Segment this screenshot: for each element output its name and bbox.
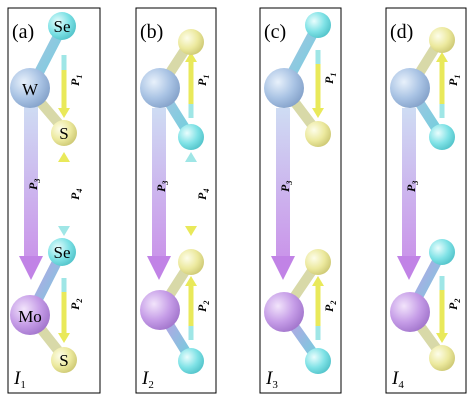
atom-w bbox=[390, 68, 430, 108]
dipole-label-p2: P2 bbox=[68, 299, 84, 310]
panel-c-frame bbox=[259, 7, 342, 394]
panel-a: (a) P3 P1 Se W S P4 P2 Se bbox=[7, 7, 101, 394]
atom-mo bbox=[390, 292, 430, 332]
dipole-label-p1: P1 bbox=[195, 75, 211, 86]
dipole-label-p3: P3 bbox=[278, 181, 294, 192]
panel-c-tag: (c) bbox=[264, 21, 286, 43]
panel-d: (d) P3 P1 P2 I4 bbox=[385, 7, 467, 394]
atom-mo bbox=[10, 295, 50, 335]
atom-label-se-top: Se bbox=[54, 17, 71, 36]
interlayer-arrow-head bbox=[271, 256, 295, 280]
atom-se-bottom bbox=[305, 348, 331, 374]
atom-mo bbox=[140, 290, 180, 330]
atom-mo bbox=[264, 292, 304, 332]
atom-se-top bbox=[305, 12, 331, 38]
atom-s-bottom bbox=[305, 249, 331, 275]
dipole-label-p2: P2 bbox=[446, 299, 462, 310]
dipole-arrow-p2-head bbox=[185, 276, 197, 286]
atom-se-top bbox=[48, 12, 76, 40]
config-label-i2: I2 bbox=[141, 368, 154, 391]
interlayer-arrow-shaft bbox=[152, 108, 166, 256]
atom-s-top bbox=[429, 27, 455, 53]
atom-s-bottom bbox=[51, 347, 77, 373]
atom-w bbox=[140, 68, 180, 108]
atom-label-s-top: S bbox=[59, 124, 68, 143]
dipole-arrow-p2-head bbox=[58, 333, 70, 343]
dipole-label-p4: P4 bbox=[68, 189, 84, 200]
atom-se-bottom bbox=[429, 239, 455, 265]
interlayer-arrow-shaft bbox=[402, 108, 416, 256]
atom-label-s-bottom: S bbox=[59, 351, 68, 370]
panel-d-frame bbox=[385, 7, 467, 394]
panel-c: (c) P3 P1 P2 I3 bbox=[259, 7, 342, 394]
dipole-arrow-p2-head bbox=[312, 276, 324, 286]
interlayer-arrow-head bbox=[19, 256, 43, 280]
panel-b: (b) P3 P1 P4 P2 I2 bbox=[135, 7, 217, 394]
interlayer-arrow-head bbox=[397, 256, 421, 280]
dipole-arrow-p1-head bbox=[312, 108, 324, 118]
interlayer-arrow-shaft bbox=[24, 106, 38, 256]
panel-a-frame bbox=[7, 7, 101, 394]
dipole-label-p1: P1 bbox=[446, 75, 462, 86]
dipole-arrow-p2-head bbox=[436, 333, 448, 343]
panel-b-frame bbox=[135, 7, 217, 394]
config-label-i4: I4 bbox=[391, 368, 404, 391]
atom-se-top bbox=[178, 124, 204, 150]
dipole-arrow-p4-head-down bbox=[58, 226, 70, 236]
panel-a-tag: (a) bbox=[12, 21, 34, 43]
dipole-label-p2: P2 bbox=[322, 301, 338, 312]
dipole-arrow-p4-head-up bbox=[185, 152, 197, 162]
atom-w bbox=[10, 68, 50, 108]
config-label-i1: I1 bbox=[13, 368, 26, 391]
config-label-i3: I3 bbox=[265, 368, 278, 391]
atom-se-bottom bbox=[48, 238, 76, 266]
atom-s-bottom bbox=[429, 345, 455, 371]
dipole-arrow-p1-head bbox=[436, 52, 448, 62]
dipole-label-p2: P2 bbox=[195, 301, 211, 312]
atom-s-top bbox=[305, 121, 331, 147]
dipole-label-p4: P4 bbox=[195, 189, 211, 200]
atom-se-bottom bbox=[178, 348, 204, 374]
atom-label-w: W bbox=[22, 80, 39, 99]
atom-s-top bbox=[178, 29, 204, 55]
interlayer-arrow-head bbox=[147, 256, 171, 280]
atom-label-se-bottom: Se bbox=[54, 243, 71, 262]
panel-b-tag: (b) bbox=[140, 21, 163, 43]
panel-d-tag: (d) bbox=[390, 21, 413, 43]
dipole-arrow-p1-head bbox=[185, 52, 197, 62]
interlayer-arrow-shaft bbox=[276, 108, 290, 256]
dipole-label-p3: P3 bbox=[404, 181, 420, 192]
dipole-label-p1: P1 bbox=[322, 73, 338, 84]
atom-w bbox=[264, 68, 304, 108]
dipole-label-p3: P3 bbox=[26, 179, 42, 190]
dipole-arrow-p4-head-up bbox=[58, 152, 70, 162]
atom-s-top bbox=[51, 120, 77, 146]
dipole-arrow-p4-head-down bbox=[185, 226, 197, 236]
dipole-label-p1: P1 bbox=[68, 75, 84, 86]
dipole-arrow-p1-head bbox=[58, 108, 70, 118]
atom-s-bottom bbox=[178, 249, 204, 275]
atom-se-top bbox=[429, 124, 455, 150]
atom-label-mo: Mo bbox=[18, 307, 42, 326]
dipole-label-p3: P3 bbox=[154, 181, 170, 192]
